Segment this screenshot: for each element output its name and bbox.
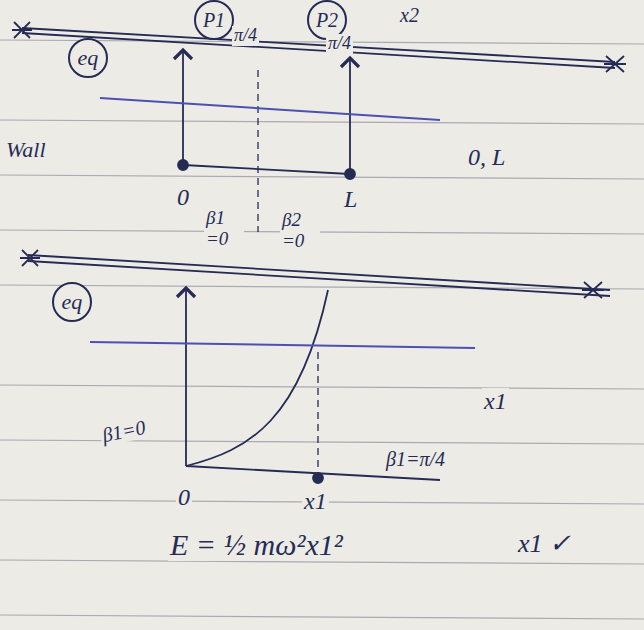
handwritten-label: β2 =0 — [280, 210, 320, 252]
circled-note: eq — [52, 282, 92, 322]
handwritten-label: x1 ✓ — [516, 530, 573, 559]
handwritten-label: β1 =0 — [204, 208, 244, 250]
handwritten-label: x1 — [302, 488, 329, 514]
handwritten-label: β1=0 — [98, 415, 149, 446]
circled-note: P1 — [194, 0, 234, 40]
handwritten-label: π/4 — [232, 26, 259, 46]
handwritten-label: x1 — [482, 388, 509, 414]
handwritten-label: β1=π/4 — [384, 448, 447, 470]
handwritten-label: 0 — [176, 484, 192, 510]
handwritten-label: 0, L — [466, 144, 507, 170]
handwritten-label: E = ½ mω²x1² — [168, 528, 345, 561]
node-text: eq — [62, 291, 83, 313]
node-text: P2 — [316, 10, 338, 30]
handwritten-label: x2 — [398, 4, 421, 26]
equilibrium-lines — [90, 98, 475, 348]
node-text: P1 — [203, 10, 225, 30]
ink-drawing — [12, 22, 626, 483]
circled-note: eq — [68, 38, 108, 78]
handwritten-label: L — [342, 186, 359, 212]
ruled-lines — [0, 40, 644, 619]
node-text: eq — [78, 47, 99, 69]
handwritten-label: π/4 — [326, 34, 353, 54]
handwritten-label: 0 — [175, 184, 191, 210]
handwritten-label: Wall — [4, 138, 48, 162]
